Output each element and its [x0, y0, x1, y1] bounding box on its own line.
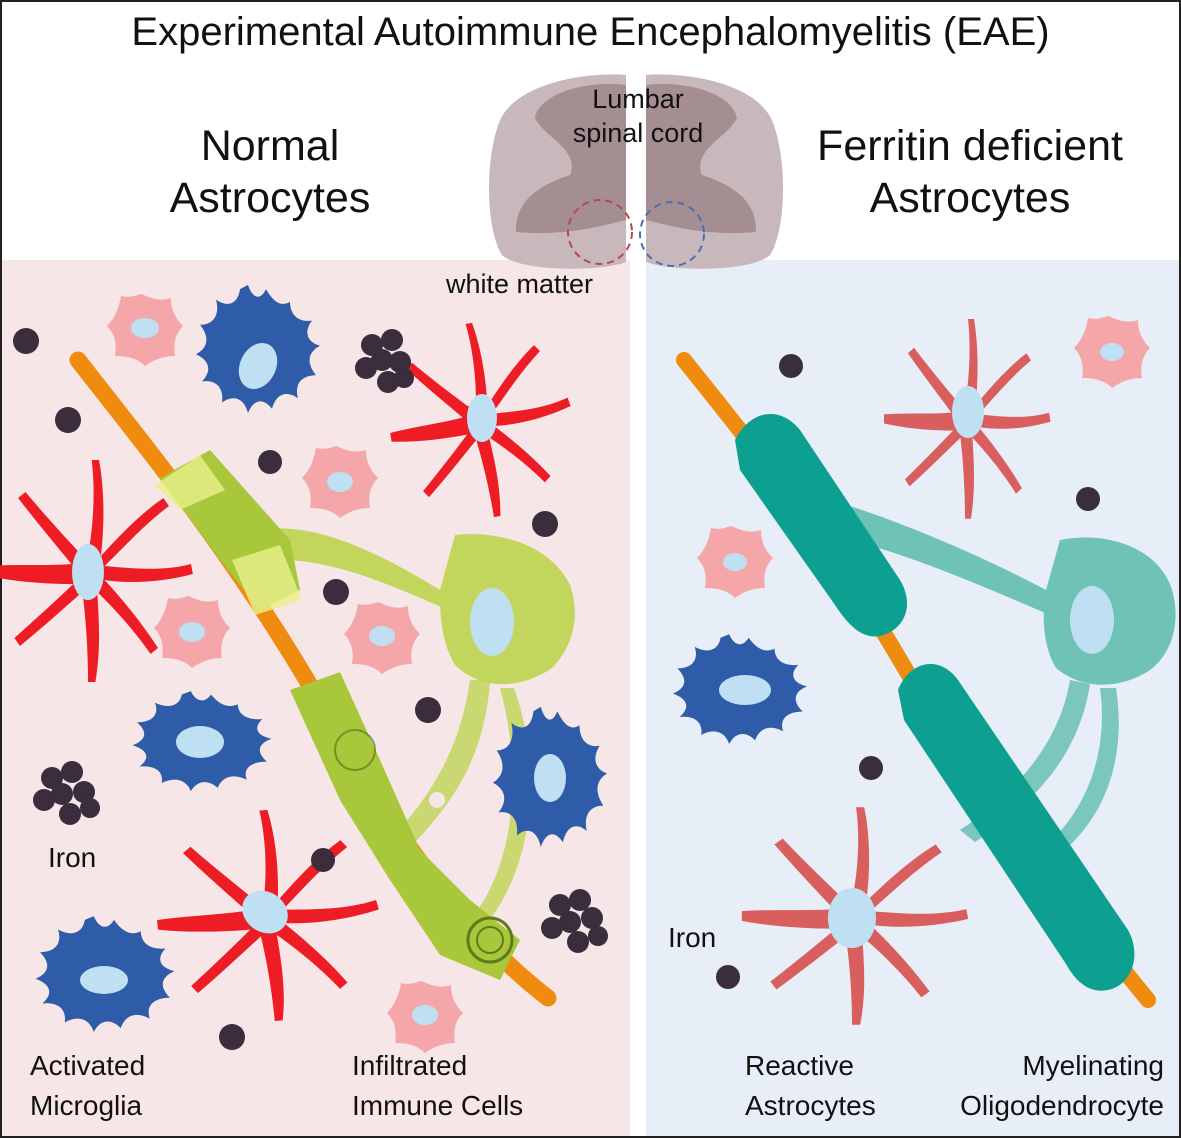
iron-particle-icon [13, 328, 608, 1050]
left-heading-line1: Normal [200, 122, 340, 170]
microglia-label-line1: Activated [30, 1050, 146, 1081]
right-heading-line2: Astrocytes [869, 174, 1071, 222]
reactive-astrocytes-label-line1: Reactive [745, 1050, 854, 1081]
reactive-astrocytes-label-line2: Astrocytes [745, 1090, 876, 1121]
astrocyte-nucleus-left [72, 394, 497, 934]
right-heading-line1: Ferritin deficient [817, 122, 1123, 170]
spinal-cord-label: Lumbar spinal cord [540, 82, 736, 150]
reactive-astrocytes-label: Reactive Astrocytes [745, 1046, 876, 1126]
spinal-cord-icon [488, 74, 784, 269]
oligodendrocyte-label: Myelinating Oligodendrocyte [930, 1046, 1164, 1126]
spinal-cord-label-line1: Lumbar [592, 84, 684, 114]
immune-cells-label-line1: Infiltrated [352, 1050, 468, 1081]
left-heading: Normal Astrocytes [80, 120, 460, 224]
microglia-label: Activated Microglia [30, 1046, 145, 1126]
iron-label-left: Iron [48, 842, 97, 873]
oligodendrocyte-label-line1: Myelinating [1022, 1050, 1164, 1081]
white-matter-label: white matter [446, 269, 594, 299]
immune-cells-label: Infiltrated Immune Cells [352, 1046, 523, 1126]
oligodendrocyte-label-line2: Oligodendrocyte [960, 1090, 1164, 1121]
oligodendrocyte-icon [735, 413, 1176, 991]
immune-cells-label-line2: Immune Cells [352, 1090, 524, 1121]
oligodendrocyte-damaged-icon [155, 450, 575, 980]
right-heading: Ferritin deficient Astrocytes [780, 120, 1160, 224]
left-heading-line2: Astrocytes [169, 174, 371, 222]
spinal-cord-label-line2: spinal cord [572, 118, 704, 148]
iron-label-right: Iron [668, 922, 717, 953]
page-title: Experimental Autoimmune Encephalomyeliti… [131, 10, 1050, 54]
microglia-label-line2: Microglia [30, 1090, 143, 1121]
